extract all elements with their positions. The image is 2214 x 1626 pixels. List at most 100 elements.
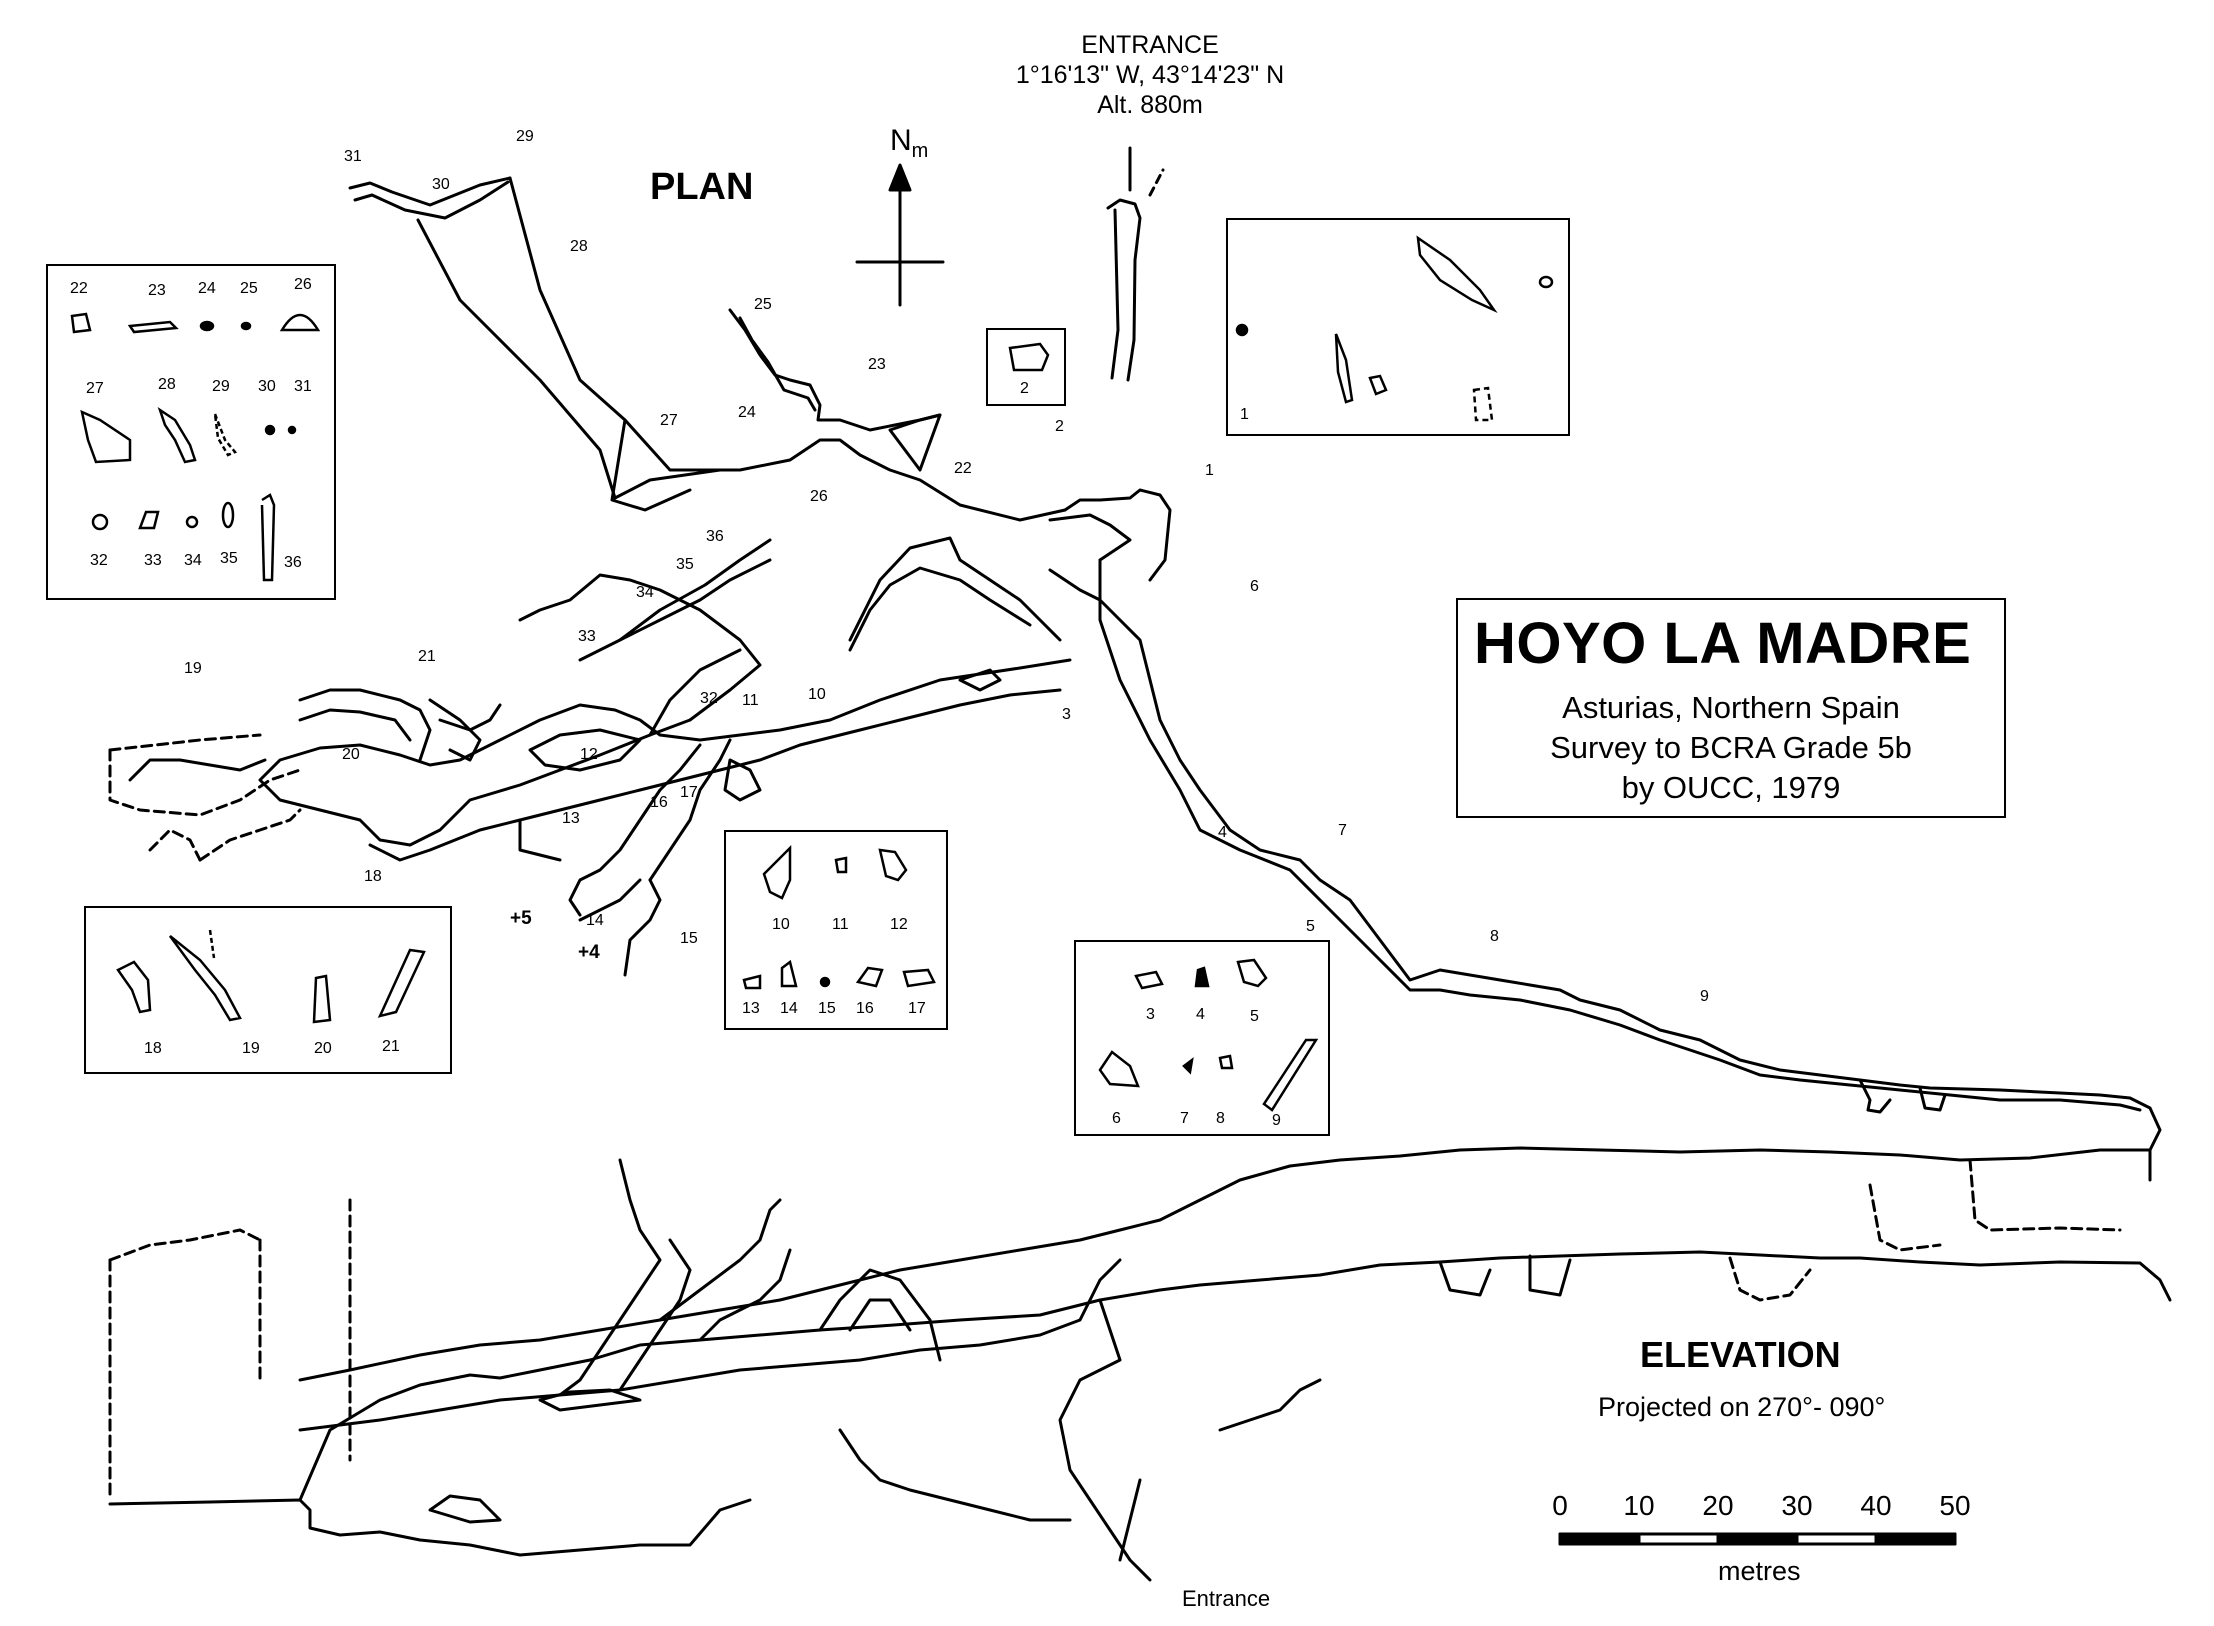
station-label: 25 [754,296,772,313]
inset-label: 24 [198,280,216,297]
inset-sections-10-17: 10 11 12 13 14 15 16 17 [724,830,948,1030]
scale-tick-30: 30 [1781,1490,1813,1521]
entrance-info: ENTRANCE 1°16'13" W, 43°14'23" N Alt. 88… [980,30,1320,120]
inset-label: 22 [70,280,88,297]
passage-upper-left [348,176,1067,522]
scale-tick-40: 40 [1860,1490,1892,1521]
chamber-west [108,688,502,862]
station-label: 2 [1055,418,1064,435]
station-label: 22 [954,460,972,477]
inset-label: 3 [1146,1006,1155,1023]
station-label: 13 [562,810,580,827]
north-subscript: m [911,140,929,162]
elevation-title: ELEVATION [1640,1334,1841,1375]
station-label: 26 [810,488,828,505]
station-label: 3 [1062,706,1071,723]
inset-label: 34 [184,552,202,569]
station-label: 8 [1490,928,1499,945]
station-label: 1 [1205,462,1214,479]
inset-section-1: 1 [1226,218,1570,436]
passage-station-1 [848,536,1062,652]
inset-label: 23 [148,282,166,299]
entrance-heading: ENTRANCE [1081,31,1219,59]
station-label: 14 [586,912,604,929]
north-arrow-icon [855,163,945,307]
inset-sections-22-36: 22 23 24 25 26 27 28 29 30 31 32 33 34 3… [46,264,336,600]
cave-region: Asturias, Northern Spain [1562,690,1900,725]
station-label: 16 [650,794,668,811]
station-label: 28 [570,238,588,255]
station-label: 27 [660,412,678,429]
inset-label: 31 [294,378,312,395]
station-label: 30 [432,176,450,193]
inset-label: 30 [258,378,276,395]
title-box: HOYO LA MADRE Asturias, Northern Spain S… [1456,598,2006,818]
entrance-coordinates: 1°16'13" W, 43°14'23" N [1015,61,1285,89]
scale-tick-10: 10 [1623,1490,1655,1521]
station-label: 18 [364,868,382,885]
inset-label: 4 [1196,1006,1205,1023]
station-label: 31 [344,148,362,165]
elevation-projection: Projected on 270°- 090° [1598,1392,1886,1422]
inset-sections-18-21: 18 19 20 21 [84,906,452,1074]
elevation-section [108,1146,2172,1582]
entrance-shaft [1106,146,1165,382]
inset-label: 18 [144,1040,162,1057]
passage-central [258,538,1072,977]
station-label: 6 [1250,578,1259,595]
station-label: 34 [636,584,654,601]
station-label: 23 [868,356,886,373]
inset-label: 25 [240,280,258,297]
station-label: 15 [680,930,698,947]
inset-label: 27 [86,380,104,397]
inset-label: 14 [780,1000,798,1017]
inset-sections-3-9: 3 4 5 6 7 8 9 [1074,940,1330,1136]
inset-label: 26 [294,276,312,293]
inset-label: 36 [284,554,302,571]
inset-label: 5 [1250,1008,1259,1025]
station-label: 32 [700,690,718,707]
station-label: 20 [342,746,360,763]
inset-section-2: 2 [986,328,1066,406]
station-label: 5 [1306,918,1315,935]
scale-tick-0: 0 [1552,1490,1568,1521]
elevation-entrance-label: Entrance [1182,1586,1271,1611]
station-label: 29 [516,128,534,145]
scale-unit: metres [1718,1556,1801,1586]
north-label: Nm [890,124,928,163]
inset-label: 6 [1112,1110,1121,1127]
station-label: 35 [676,556,694,573]
inset-label: 35 [220,550,238,567]
inset-label: 7 [1180,1110,1189,1127]
inset-label: 29 [212,378,230,395]
inset-label: 19 [242,1040,260,1057]
inset-label: 15 [818,1000,836,1017]
station-label: 19 [184,660,202,677]
inset-label: 8 [1216,1110,1225,1127]
survey-grade: Survey to BCRA Grade 5b [1550,730,1912,765]
station-label: 10 [808,686,826,703]
inset-label: 28 [158,376,176,393]
station-label: 7 [1338,822,1347,839]
station-label: 36 [706,528,724,545]
station-label: 17 [680,784,698,801]
inset-label: 33 [144,552,162,569]
north-letter: N [890,124,912,157]
inset-label: 17 [908,1000,926,1017]
scale-tick-50: 50 [1939,1490,1971,1521]
scale-tick-20: 20 [1702,1490,1734,1521]
survey-credit: by OUCC, 1979 [1621,770,1841,805]
inset-label: 21 [382,1038,400,1055]
passage-23-25 [728,308,942,472]
inset-label: 9 [1272,1112,1281,1129]
station-label: 24 [738,404,756,421]
depth-mark-plus5: +5 [510,908,532,929]
inset-label: 2 [1020,380,1029,397]
cave-name: HOYO LA MADRE [1474,611,1972,676]
station-label: 12 [580,746,598,763]
inset-label: 10 [772,916,790,933]
entrance-altitude: Alt. 880m [1097,91,1203,119]
plan-title: PLAN [650,166,754,208]
